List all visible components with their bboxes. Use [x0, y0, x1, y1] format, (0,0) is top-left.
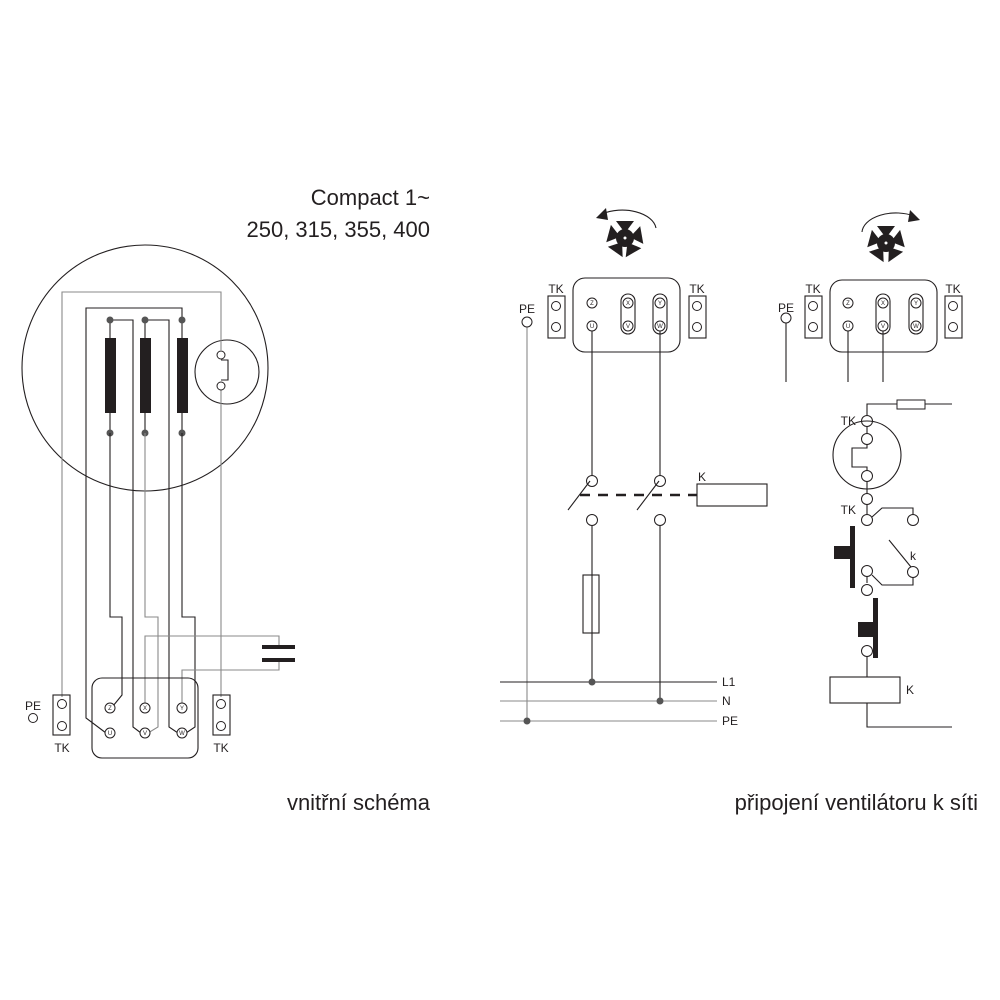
terminals: Z U X V Y W [842, 297, 922, 332]
thermal-contact-circle [194, 339, 260, 405]
pe-terminal [780, 312, 792, 324]
tk-label: TK [805, 282, 820, 296]
capacitor-plate [262, 658, 295, 662]
contactor-coil [829, 676, 901, 704]
svg-text:X: X [143, 706, 147, 712]
tk-terminal-right [212, 694, 231, 736]
pe-terminal [521, 316, 533, 328]
l1-label: L1 [722, 675, 736, 689]
pe-terminal [28, 713, 38, 723]
svg-text:X: X [881, 301, 885, 307]
tk-label: TK [54, 741, 69, 755]
pe-label: PE [519, 302, 535, 316]
svg-text:Y: Y [180, 706, 184, 712]
coil [140, 338, 151, 413]
svg-text:Z: Z [590, 301, 594, 307]
connection-scheme-control: Z U X V Y W TK TK PE TK TK [778, 210, 963, 728]
pe-label: PE [25, 699, 41, 713]
fan-rotation-ccw-icon [596, 208, 657, 258]
tk-terminal-right [944, 295, 963, 339]
svg-text:Y: Y [658, 301, 662, 307]
internal-scheme: Z X Y U V W TK TK PE [21, 244, 295, 759]
tk-label: TK [945, 282, 960, 296]
pe-line-label: PE [722, 714, 738, 728]
svg-text:U: U [590, 324, 594, 330]
tk-terminal-left [804, 295, 823, 339]
terminal-box [572, 277, 681, 353]
tk-terminal-right [688, 295, 707, 339]
terminals: Z X Y U V W [104, 702, 188, 739]
svg-text:Z: Z [846, 301, 850, 307]
terminal-box [91, 677, 199, 759]
svg-text:Z: Z [108, 706, 112, 712]
svg-text:W: W [657, 324, 663, 330]
caption-network-connection: připojení ventilátoru k síti [735, 790, 978, 815]
svg-text:Y: Y [914, 301, 918, 307]
start-button [858, 598, 878, 658]
fan-rotation-cw-icon [861, 210, 920, 263]
tk-label: TK [841, 414, 856, 428]
tk-label: TK [213, 741, 228, 755]
contactor-label: K [906, 683, 914, 697]
svg-text:V: V [626, 324, 630, 330]
svg-text:W: W [179, 731, 185, 737]
terminals: Z U X V Y W [586, 297, 666, 332]
svg-text:X: X [626, 301, 630, 307]
svg-text:W: W [913, 324, 919, 330]
aux-contact-label: k [910, 549, 917, 563]
coil [177, 338, 188, 413]
svg-text:U: U [108, 731, 112, 737]
contactor-label: K [698, 470, 706, 484]
svg-text:V: V [881, 324, 885, 330]
contactor-coil [696, 483, 768, 507]
caption-internal-scheme: vnitřní schéma [287, 790, 431, 815]
tk-label: TK [841, 503, 856, 517]
fuse [896, 399, 926, 410]
capacitor-plate [262, 645, 295, 649]
title-model: Compact 1~ [311, 185, 430, 210]
tk-label: TK [548, 282, 563, 296]
title-sizes: 250, 315, 355, 400 [247, 217, 431, 242]
stop-button [834, 526, 855, 588]
tk-terminal-left [547, 295, 566, 339]
coil [105, 338, 116, 413]
tk-terminal-left [52, 694, 71, 736]
connection-scheme-contactor: Z U X V Y W TK TK PE K L1 [500, 208, 768, 728]
fuse [582, 574, 600, 634]
svg-text:V: V [143, 731, 147, 737]
pe-label: PE [778, 301, 794, 315]
tk-label: TK [689, 282, 704, 296]
svg-text:U: U [846, 324, 850, 330]
n-label: N [722, 694, 731, 708]
